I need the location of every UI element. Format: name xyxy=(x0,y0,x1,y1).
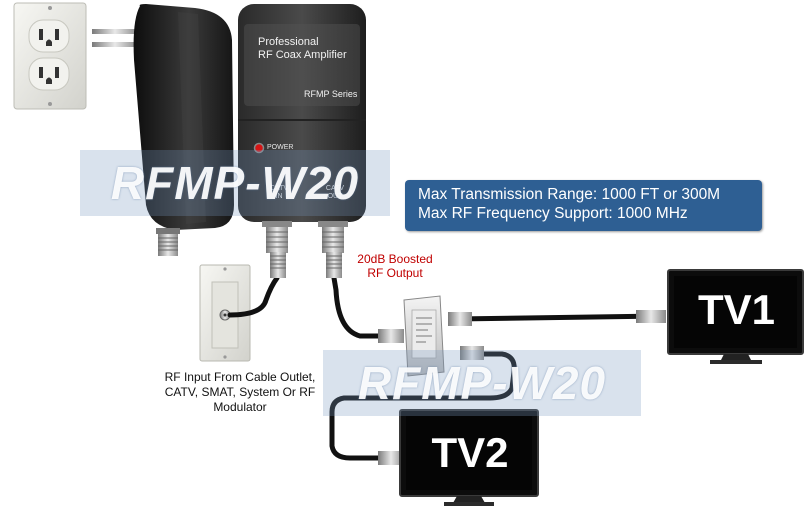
watermark-upper: RFMP-W20 xyxy=(80,150,390,216)
catv-out-label-line1: CATV xyxy=(325,185,345,192)
tv2-label: TV2 xyxy=(431,429,509,476)
wall-outlet xyxy=(13,2,87,110)
tv1 xyxy=(667,269,804,364)
rf-amplifier xyxy=(238,4,366,222)
catv-out-label-line2: OUT xyxy=(327,193,343,200)
spec-frequency: Max RF Frequency Support: 1000 MHz xyxy=(418,205,688,222)
boosted-output-line2: RF Output xyxy=(367,266,423,280)
plug-prongs xyxy=(92,29,138,47)
catv-in-port xyxy=(262,221,292,253)
splitter-to-tv1-cable xyxy=(452,313,663,322)
power-label: POWER xyxy=(267,144,294,151)
amplifier-title-line1: Professional xyxy=(258,36,319,48)
catv-out-port xyxy=(318,221,348,253)
input-caption: RF Input From Cable Outlet, CATV, SMAT, … xyxy=(140,370,340,415)
input-caption-line3: Modulator xyxy=(213,400,267,414)
amplifier-title: Professional RF Coax Amplifier xyxy=(258,36,378,62)
coax-splitter xyxy=(403,295,445,377)
cable-connectors xyxy=(270,252,666,465)
catv-in-label-line2: IN xyxy=(275,193,283,200)
spec-box: Max Transmission Range: 1000 FT or 300M … xyxy=(405,180,762,231)
amplifier-title-line2: RF Coax Amplifier xyxy=(258,49,347,61)
coax-cables xyxy=(227,269,663,461)
spec-range: Max Transmission Range: 1000 FT or 300M xyxy=(418,186,721,203)
tv2 xyxy=(399,409,539,506)
tv1-label: TV1 xyxy=(697,286,776,333)
catv-out-label: CATV OUT xyxy=(320,185,350,201)
amplifier-series: RFMP Series xyxy=(304,89,358,99)
catv-in-label-line1: CATV xyxy=(269,185,289,192)
power-adapter xyxy=(133,4,234,230)
boosted-output-label: 20dB Boosted RF Output xyxy=(345,252,445,280)
boosted-output-line1: 20dB Boosted xyxy=(357,252,433,266)
catv-in-label: CATV IN xyxy=(264,185,294,201)
adapter-output-connector xyxy=(156,228,180,256)
amp-to-splitter-cable xyxy=(330,269,401,339)
input-caption-line1: RF Input From Cable Outlet, xyxy=(164,370,316,384)
watermark-lower: RFMP-W20 xyxy=(323,350,641,416)
power-led-icon xyxy=(253,142,265,154)
input-cable xyxy=(227,275,280,318)
splitter-to-tv2-cable xyxy=(329,351,517,461)
input-caption-line2: CATV, SMAT, System Or RF xyxy=(164,385,316,399)
